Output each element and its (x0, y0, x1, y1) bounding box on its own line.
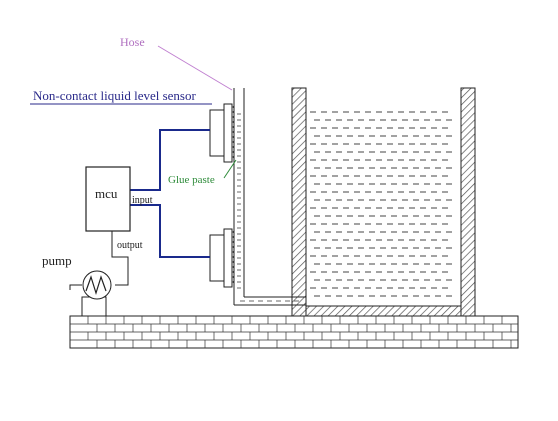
glue-leader (223, 159, 237, 179)
hose-leader (157, 45, 233, 91)
mcu-label: mcu (95, 186, 118, 201)
brick-foundation (69, 315, 519, 349)
tank-bottom (305, 305, 462, 317)
glue-label: Glue paste (168, 174, 215, 186)
pump-label: pump (42, 253, 72, 268)
tank-left-wall (291, 87, 307, 317)
input-label: input (132, 195, 153, 206)
tank-right-wall (460, 87, 476, 317)
tank-water (310, 111, 452, 297)
output-wire (111, 231, 129, 286)
sensor-label: Non-contact liquid level sensor (33, 88, 196, 103)
water-tank (291, 87, 476, 317)
hose-water (237, 113, 299, 302)
mcu-box (85, 166, 131, 232)
hose (233, 88, 306, 306)
sensor-wires (130, 129, 210, 258)
hose-label: Hose (120, 35, 145, 49)
sensor-lower (209, 228, 233, 288)
glue-paste (232, 106, 235, 283)
output-label: output (117, 240, 143, 251)
sensor-upper (209, 103, 233, 163)
pump-icon (82, 270, 112, 300)
pump (69, 270, 112, 317)
